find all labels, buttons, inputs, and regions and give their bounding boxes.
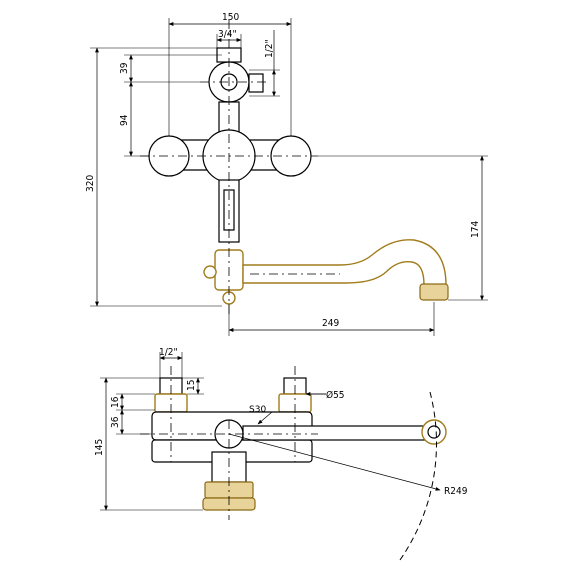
aerator (419, 283, 449, 301)
diverter-knob (203, 265, 217, 279)
dim-thread-top: 3/4" (218, 29, 237, 40)
dim-depth-15: 15 (186, 380, 197, 391)
dim-depth-16: 16 (110, 396, 121, 408)
dim-spout-249: 249 (322, 318, 339, 329)
dim-wrench-s30: S30 (249, 405, 266, 415)
plan-spout (242, 425, 434, 441)
dim-thread-right: 1/2" (264, 39, 275, 58)
swivel-spout (242, 239, 447, 286)
dim-height-320: 320 (85, 175, 96, 192)
plan-view: R249 1/2" 15 16 36 145 Ø55 S30 (94, 347, 468, 561)
dim-thread-plan: 1/2" (159, 347, 178, 358)
spout-swing-arc (399, 391, 437, 561)
dim-depth-36: 36 (110, 416, 121, 428)
dim-offset-39: 39 (119, 62, 130, 74)
dim-width-150: 150 (222, 12, 239, 23)
right-outlet-pipe (248, 73, 264, 93)
plan-spout-outlet (427, 425, 441, 439)
dim-depth-145: 145 (94, 439, 105, 456)
dim-radius-249: R249 (444, 486, 468, 497)
front-view: 150 3/4" 1/2" 39 94 320 174 (85, 12, 488, 336)
dim-diameter-55: Ø55 (326, 389, 345, 401)
dim-height-174: 174 (470, 221, 481, 238)
dim-offset-94: 94 (119, 114, 130, 126)
